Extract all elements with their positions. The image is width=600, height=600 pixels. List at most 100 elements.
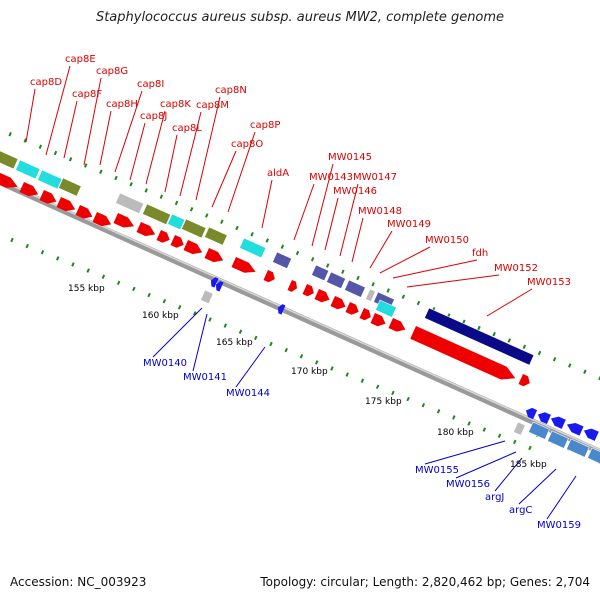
scale-tick bbox=[522, 344, 527, 349]
forward-gene-label: cap8E bbox=[65, 54, 96, 65]
forward-gene-arrow bbox=[75, 205, 93, 219]
forward-gene-label: MW0153 bbox=[527, 277, 571, 288]
scale-tick bbox=[55, 256, 60, 261]
scale-label: 155 kbp bbox=[68, 284, 105, 294]
reverse-label-leader bbox=[455, 451, 517, 479]
scale-tick bbox=[314, 360, 319, 365]
forward-gene-label: cap8H bbox=[106, 99, 138, 110]
scale-tick bbox=[477, 325, 481, 331]
forward-gene-label: MW0148 bbox=[358, 206, 402, 217]
reverse-gene-label: MW0159 bbox=[537, 520, 581, 531]
scale-tick bbox=[552, 357, 557, 362]
forward-gene-label: cap8D bbox=[30, 77, 62, 88]
forward-label-leader bbox=[392, 259, 478, 279]
reverse-gene-label: MW0144 bbox=[226, 388, 270, 399]
forward-label-leader bbox=[339, 183, 359, 257]
scale-label: 170 kbp bbox=[291, 367, 328, 377]
scale-tick bbox=[205, 213, 209, 218]
forward-gene-label: fdh bbox=[472, 248, 488, 259]
forward-label-leader bbox=[486, 288, 533, 317]
feature-block bbox=[344, 279, 366, 298]
map-title: Staphylococcus aureus subsp. aureus MW2,… bbox=[95, 10, 505, 25]
feature-block bbox=[0, 149, 19, 170]
feature-block bbox=[424, 307, 535, 366]
scale-tick bbox=[159, 194, 164, 199]
scale-tick bbox=[250, 232, 254, 237]
forward-label-leader bbox=[369, 230, 393, 269]
scale-tick bbox=[492, 332, 496, 337]
forward-label-leader bbox=[227, 131, 256, 213]
feature-block bbox=[142, 203, 172, 226]
reverse-gene-arrow bbox=[215, 281, 224, 292]
forward-label-leader bbox=[145, 110, 166, 185]
forward-gene-arrow bbox=[370, 313, 386, 327]
reverse-gene-label: MW0140 bbox=[143, 358, 187, 369]
scale-tick bbox=[356, 275, 360, 281]
forward-label-leader bbox=[293, 183, 315, 241]
scale-tick bbox=[467, 421, 471, 426]
forward-gene-arrow bbox=[287, 280, 298, 292]
scale-tick bbox=[598, 375, 600, 381]
reverse-gene-arrow bbox=[537, 412, 551, 425]
reverse-gene-arrow bbox=[210, 277, 219, 288]
forward-label-leader bbox=[25, 88, 36, 143]
forward-gene-arrow bbox=[113, 213, 134, 228]
feature-block bbox=[181, 218, 207, 239]
feature-block bbox=[547, 430, 569, 449]
reverse-gene-arrow bbox=[550, 416, 566, 429]
scale-tick bbox=[220, 219, 224, 224]
forward-label-leader bbox=[195, 96, 221, 201]
scale-tick bbox=[295, 250, 300, 256]
forward-label-leader bbox=[351, 217, 364, 263]
feature-block bbox=[272, 251, 292, 269]
scale-label: 175 kbp bbox=[365, 397, 402, 407]
scale-tick bbox=[360, 378, 365, 383]
reverse-label-leader bbox=[192, 313, 208, 372]
scale-tick bbox=[482, 427, 487, 432]
reverse-gene-arrow bbox=[566, 422, 584, 436]
scale-tick bbox=[86, 268, 90, 273]
forward-gene-arrow bbox=[0, 172, 18, 188]
forward-gene-label: MW0146 bbox=[333, 186, 377, 197]
forward-label-leader bbox=[63, 100, 78, 159]
scale-tick bbox=[528, 445, 532, 451]
scale-tick bbox=[147, 292, 151, 298]
gene-features bbox=[0, 149, 600, 465]
forward-gene-arrow bbox=[330, 296, 346, 310]
label-leaders bbox=[25, 65, 577, 520]
scale-tick bbox=[223, 323, 228, 328]
scale-tick bbox=[284, 347, 288, 353]
forward-label-leader bbox=[83, 77, 102, 166]
scale-tick bbox=[10, 237, 14, 243]
scale-tick bbox=[254, 335, 258, 341]
scale-tick bbox=[265, 238, 269, 243]
forward-gene-arrow bbox=[345, 302, 359, 315]
scale-tick bbox=[116, 280, 121, 286]
scale-tick bbox=[371, 282, 375, 287]
reverse-label-leader bbox=[424, 440, 506, 465]
forward-label-leader bbox=[379, 246, 431, 274]
scale-tick bbox=[568, 363, 572, 368]
forward-gene-label: cap8O bbox=[231, 139, 263, 150]
scale-tick bbox=[341, 269, 345, 274]
scale-tick bbox=[406, 396, 410, 402]
forward-label-leader bbox=[99, 110, 112, 166]
scale-tick bbox=[40, 250, 45, 255]
scale-label: 180 kbp bbox=[437, 428, 474, 438]
gene-labels: cap8Dcap8Ecap8Fcap8Gcap8Hcap8Icap8Jcap8K… bbox=[30, 54, 581, 531]
feature-block bbox=[58, 177, 82, 197]
feature-block bbox=[566, 438, 590, 458]
forward-gene-label: cap8N bbox=[215, 85, 247, 96]
forward-gene-label: MW0150 bbox=[425, 235, 469, 246]
scale-tick bbox=[25, 243, 29, 249]
scale-tick bbox=[436, 409, 441, 414]
forward-gene-label: MW0143 bbox=[309, 172, 353, 183]
forward-label-leader bbox=[164, 134, 178, 193]
feature-block bbox=[326, 271, 346, 289]
reverse-label-leader bbox=[152, 307, 203, 358]
forward-label-leader bbox=[261, 179, 273, 229]
forward-gene-arrow bbox=[359, 308, 371, 321]
scale-tick bbox=[114, 175, 118, 181]
forward-gene-label: cap8L bbox=[172, 123, 202, 134]
